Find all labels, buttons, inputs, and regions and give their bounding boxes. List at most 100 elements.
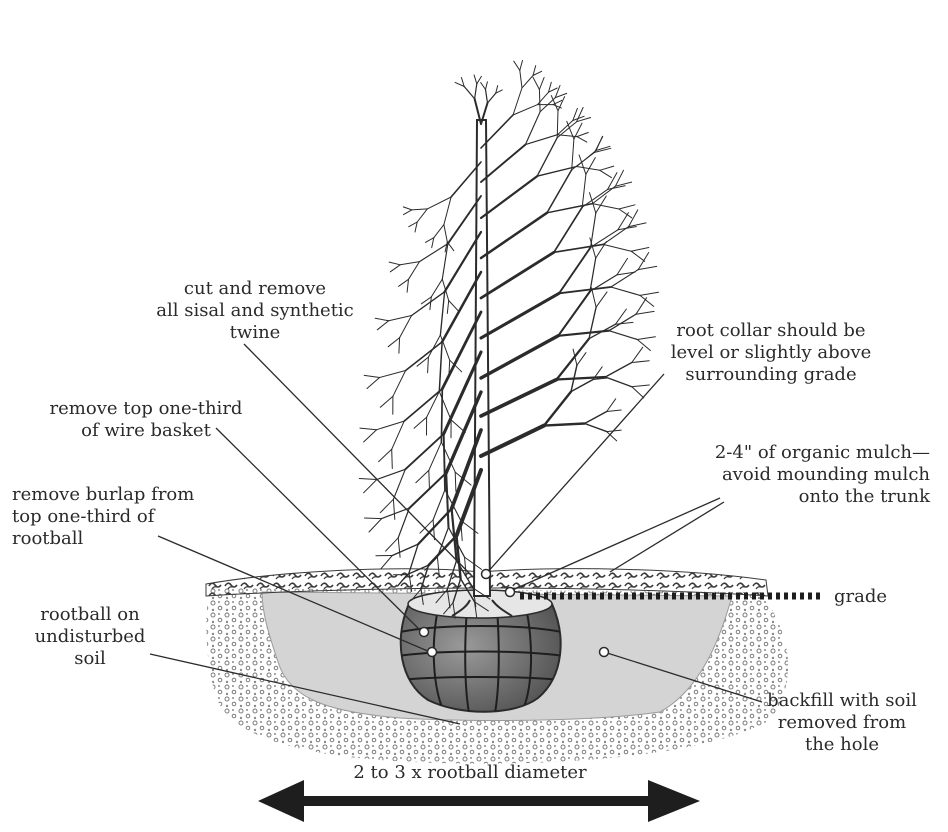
branch [557, 339, 589, 380]
branch [367, 378, 380, 389]
branch [393, 371, 406, 397]
branch [603, 244, 631, 251]
branch [380, 396, 393, 407]
branch [442, 244, 448, 280]
branch [637, 337, 655, 340]
leader-mulch-2 [610, 502, 724, 572]
branch [582, 174, 586, 207]
branch [365, 518, 382, 519]
branch [593, 204, 619, 209]
branch [640, 292, 659, 295]
branch [616, 309, 627, 324]
branch [434, 225, 444, 238]
branch [412, 209, 428, 210]
branch [417, 357, 428, 366]
label-root-collar: root collar should be level or slightly … [656, 320, 886, 386]
branch [609, 331, 637, 340]
branch [513, 105, 538, 115]
branch [428, 357, 429, 373]
label-diameter: 2 to 3 x rootball diameter [320, 762, 620, 784]
branch [611, 270, 638, 287]
branch [632, 385, 650, 387]
label-mulch: 2-4" of organic mulch— avoid mounding mu… [668, 442, 930, 508]
branch [547, 170, 572, 213]
branch [389, 262, 400, 265]
branch [442, 279, 448, 300]
branch [455, 472, 456, 491]
branch [474, 75, 477, 84]
branch [481, 145, 525, 182]
branch [392, 544, 418, 555]
branch [429, 470, 430, 489]
branch [428, 335, 440, 357]
branch [481, 380, 557, 417]
diameter-arrow [258, 780, 700, 822]
branch [405, 434, 443, 469]
branch [600, 170, 612, 177]
label-grade: grade [834, 586, 924, 608]
branch [433, 490, 445, 520]
branch [636, 311, 654, 314]
label-rootball-soil: rootball on undisturbed soil [20, 604, 160, 670]
branch [559, 287, 611, 293]
branch [544, 392, 571, 426]
branch [558, 97, 565, 111]
branch [398, 508, 409, 538]
branch [571, 380, 593, 392]
branch [403, 207, 412, 210]
branch [375, 318, 389, 320]
branch [636, 298, 647, 315]
branch [404, 210, 412, 215]
branch [603, 227, 628, 245]
branch [486, 90, 488, 104]
branch [377, 469, 406, 479]
branch [558, 291, 590, 335]
branch [481, 83, 486, 90]
branch [420, 244, 448, 262]
branch [390, 265, 400, 272]
branch [559, 247, 591, 293]
branch [364, 430, 377, 442]
branch [379, 449, 392, 461]
branch [632, 387, 644, 398]
leader-twine [244, 344, 470, 574]
branch [416, 470, 429, 482]
branch [389, 316, 412, 321]
branch [451, 420, 465, 433]
branch [632, 347, 643, 362]
branch [360, 428, 377, 430]
branch [440, 292, 444, 335]
leader-root-collar [486, 374, 664, 574]
branch [632, 361, 649, 363]
branch [475, 84, 477, 99]
label-backfill: backfill with soil removed from the hole [752, 690, 932, 756]
branch [404, 389, 442, 421]
branch [380, 499, 393, 512]
label-wire-basket: remove top one-third of wire basket [36, 398, 256, 442]
branch [525, 112, 540, 145]
branch [400, 262, 419, 265]
branch [386, 538, 399, 551]
branch [533, 77, 539, 89]
branch [481, 426, 544, 456]
branch [427, 392, 440, 418]
branch [525, 135, 557, 145]
branch [619, 205, 635, 209]
branch [631, 248, 649, 252]
branch [605, 377, 632, 387]
branch [585, 412, 607, 424]
branch [557, 111, 558, 138]
branch [447, 242, 454, 251]
branch [590, 258, 596, 291]
branch [464, 87, 474, 99]
branch [537, 138, 557, 177]
branch [591, 213, 596, 247]
branch [600, 166, 614, 170]
branch [488, 93, 496, 103]
branch [409, 473, 446, 508]
branch [605, 363, 632, 378]
branch [577, 137, 587, 143]
branch [377, 421, 405, 430]
branch [444, 434, 445, 490]
branch [577, 151, 596, 167]
